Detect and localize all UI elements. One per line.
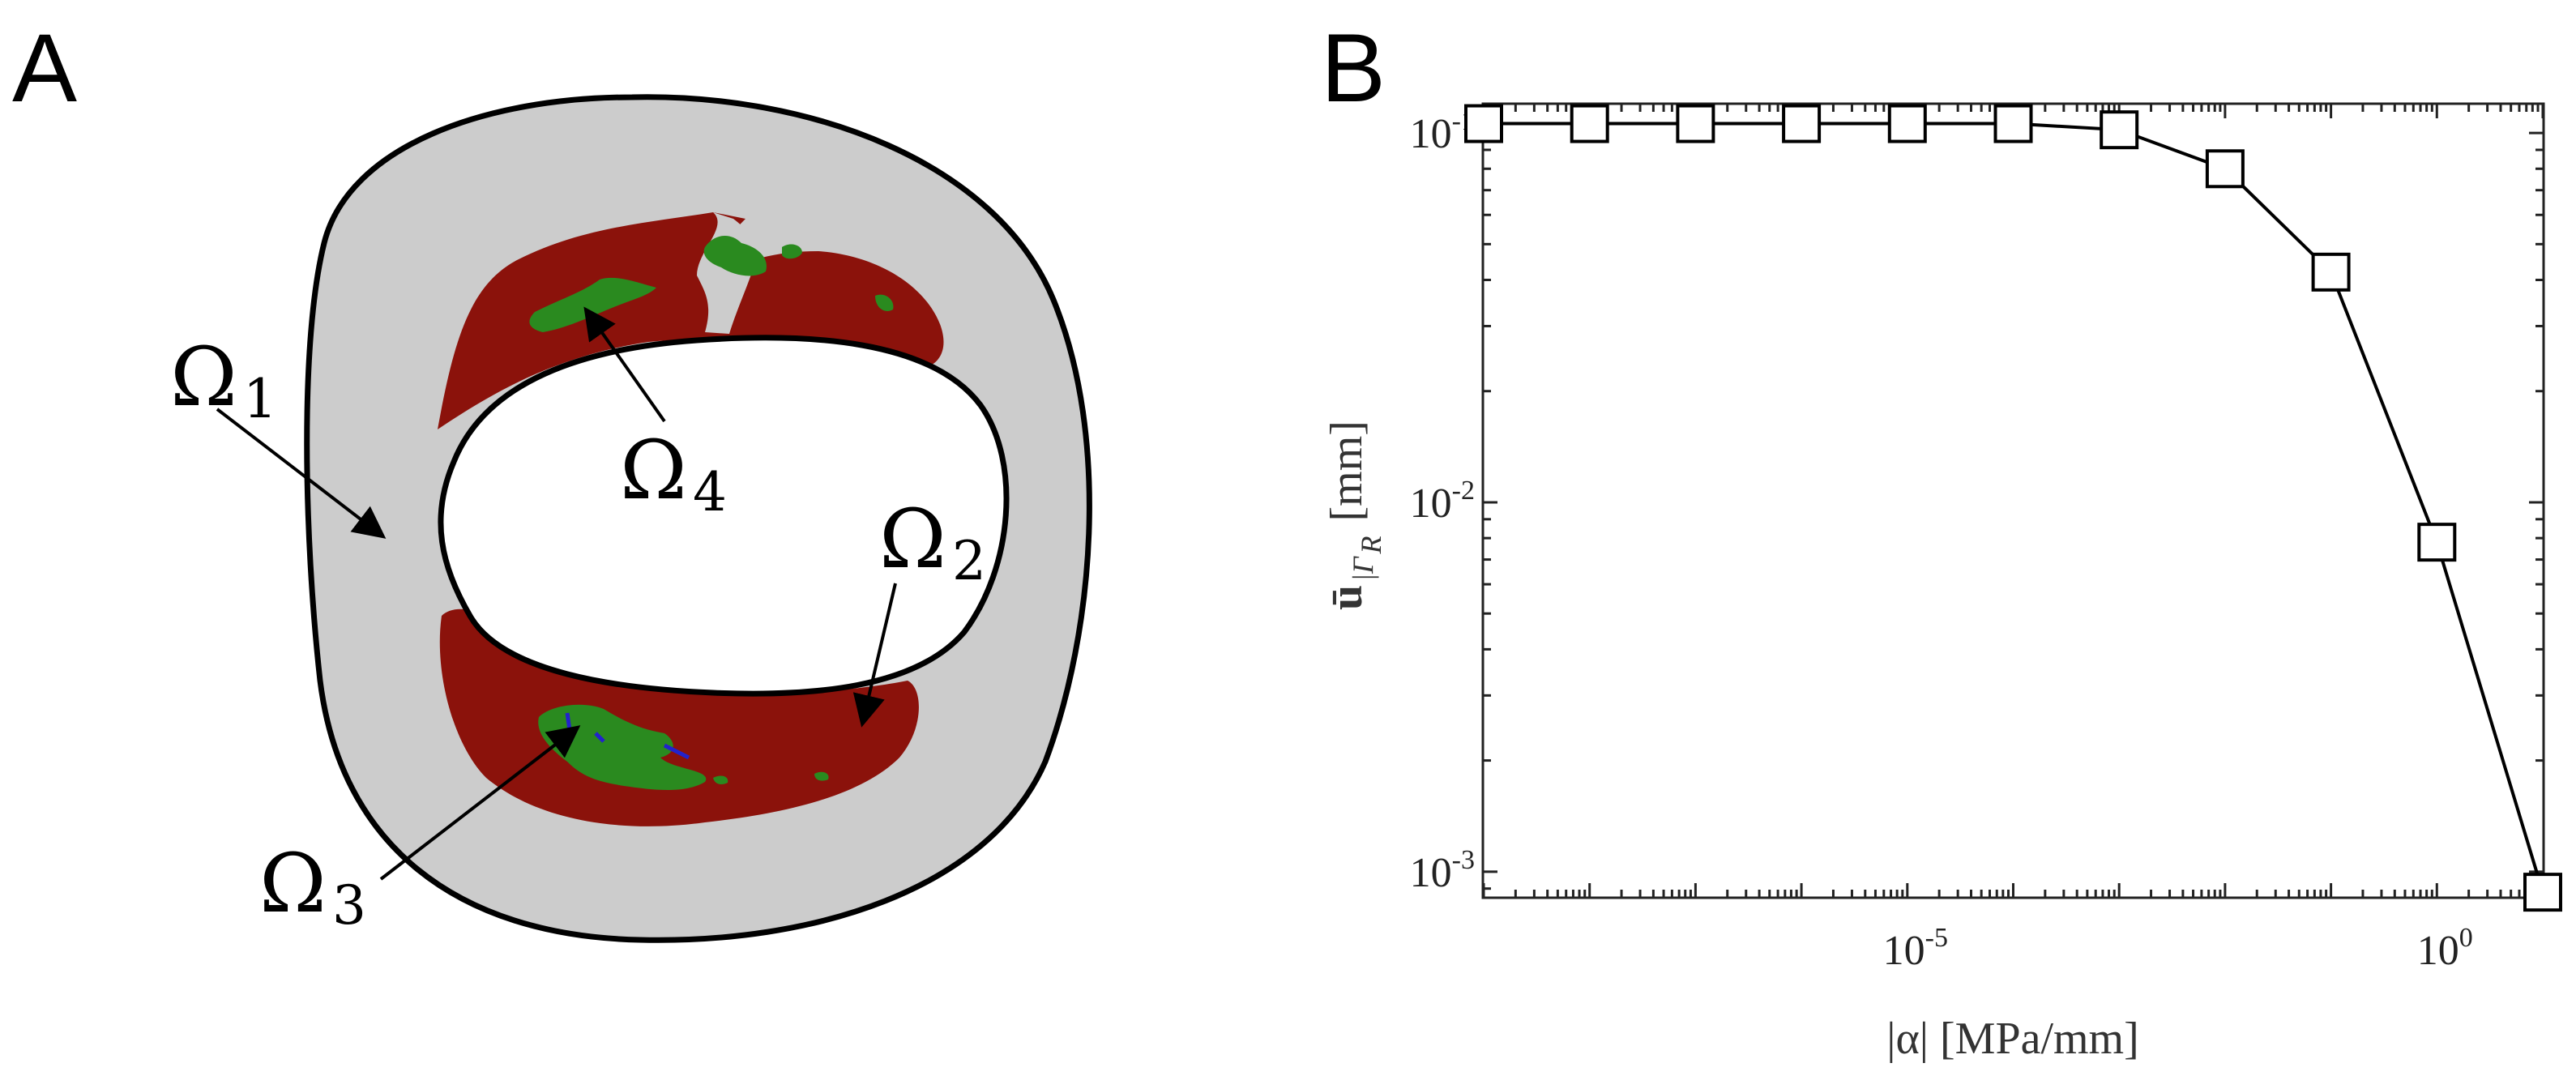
data-point-marker (2523, 873, 2562, 912)
green-region-upper-3 (782, 244, 802, 259)
y-axis-ticks: 10-110-210-3 (1410, 106, 2544, 896)
panel-b-letter: B (1321, 14, 1386, 122)
omega3-subscript: 3 (332, 874, 366, 937)
x-tick-base: 10 (1883, 928, 1925, 974)
panel-a-letter: A (12, 14, 77, 122)
y-label-subsub: R (1355, 536, 1387, 554)
y-tick-label: 10-2 (1410, 476, 1475, 527)
y-tick-label: 10-3 (1410, 845, 1475, 896)
y-label-main: ū (1322, 585, 1372, 610)
data-point-marker (2100, 110, 2139, 150)
omega3-symbol: Ω (259, 836, 327, 931)
data-point-marker (1570, 104, 1609, 143)
green-region-lower-3 (814, 771, 829, 781)
arrow-omega1 (216, 408, 387, 539)
red-region-upper (438, 212, 944, 429)
y-tick-base: 10 (1410, 480, 1452, 527)
data-point-marker (2417, 523, 2457, 562)
x-tick-exponent: 0 (2459, 923, 2473, 953)
label-omega3: Ω 3 (259, 836, 366, 937)
data-point-marker (2205, 149, 2245, 189)
y-tick-exponent: -3 (1452, 845, 1475, 875)
green-region-lower-2 (713, 775, 728, 784)
y-axis-label-text: ū |Γ R [mm] (1322, 421, 1387, 610)
omega4-subscript: 4 (693, 461, 727, 523)
omega2-symbol: Ω (879, 492, 946, 587)
x-tick-base: 10 (2417, 928, 2459, 974)
lumen (438, 335, 1010, 697)
x-tick-exponent: -5 (1925, 923, 1948, 953)
green-region-upper-1 (529, 277, 656, 332)
data-point-marker (1782, 104, 1822, 143)
arrow-omega4 (583, 306, 666, 423)
green-region-upper-4 (875, 294, 894, 312)
y-label-sub: |Γ (1347, 556, 1379, 582)
label-omega4: Ω 4 (620, 423, 727, 523)
data-point-marker (2311, 252, 2351, 292)
omega4-symbol: Ω (620, 423, 687, 518)
x-axis-label: |α| [MPa/mm] (1886, 1014, 2139, 1064)
y-label-unit: [mm] (1322, 421, 1372, 521)
y-tick-exponent: -2 (1452, 476, 1475, 506)
green-region-upper-2 (703, 235, 767, 276)
x-tick-label: 10-5 (1883, 923, 1948, 974)
y-tick-base: 10 (1410, 850, 1452, 896)
x-tick-label: 100 (2417, 923, 2473, 974)
series-line (1484, 122, 2544, 893)
arrow-omega2 (852, 583, 897, 728)
series-line-group (1464, 104, 2562, 912)
y-axis-label: ū |Γ R [mm] (1322, 421, 1387, 610)
y-tick-base: 10 (1410, 111, 1452, 157)
data-point-marker (1993, 104, 2033, 143)
data-point-marker (1464, 104, 1503, 143)
label-omega2: Ω 2 (879, 492, 986, 592)
arrow-omega3 (379, 725, 581, 881)
label-omega1: Ω 1 (170, 330, 277, 430)
plot-area (1481, 102, 2545, 899)
omega1-subscript: 1 (243, 368, 277, 430)
data-point-marker (1676, 104, 1715, 143)
panel-a: A Ω 1 Ω 4 Ω 2 (12, 14, 1092, 943)
omega1-symbol: Ω (170, 330, 237, 425)
data-point-marker (1887, 104, 1927, 143)
omega2-subscript: 2 (952, 530, 986, 592)
